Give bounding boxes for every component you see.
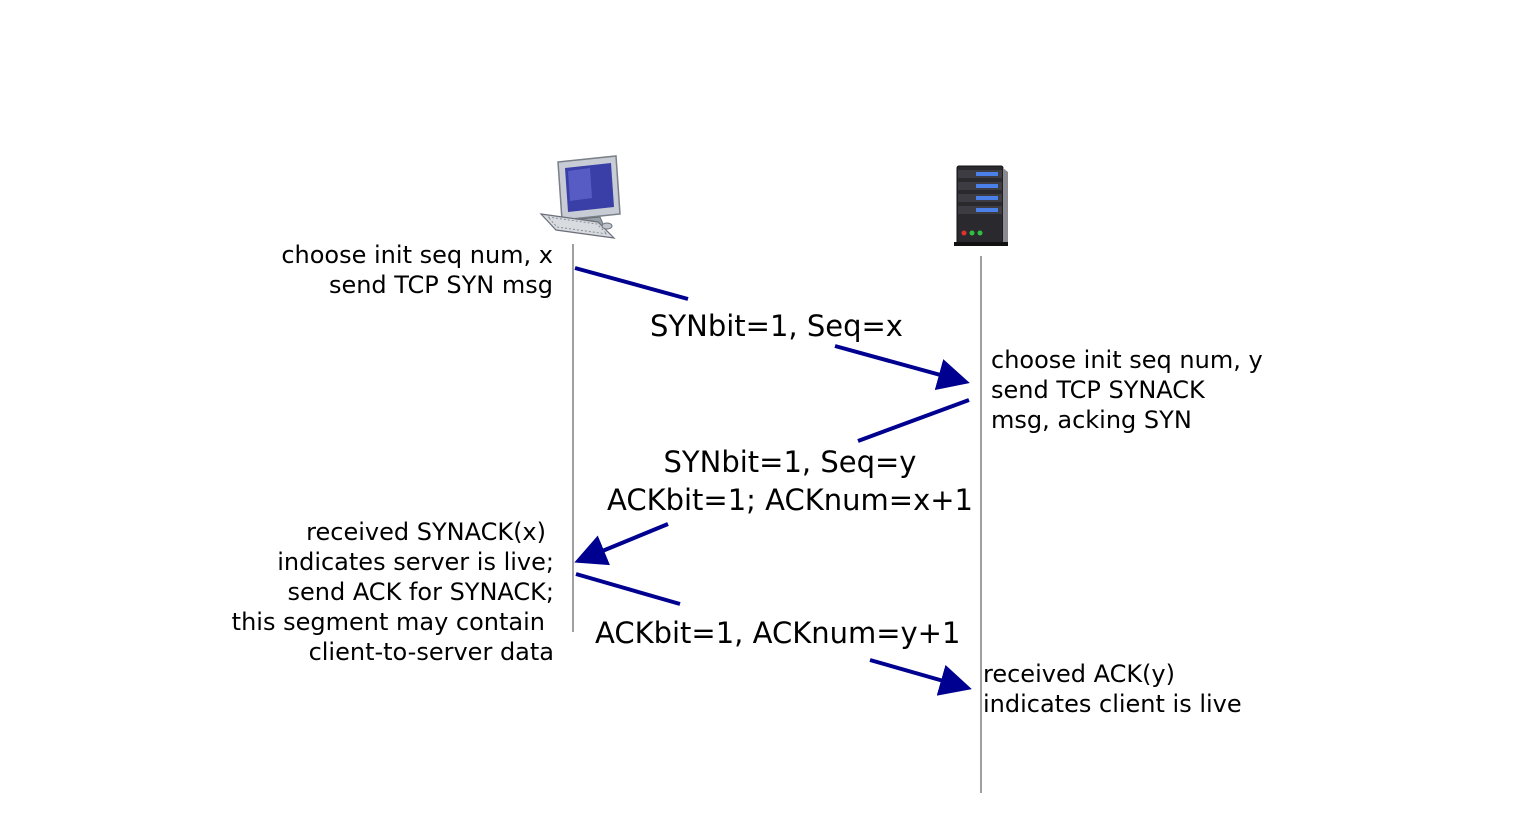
note-line: indicates client is live <box>983 690 1242 718</box>
note-line: indicates server is live; <box>277 548 554 576</box>
note-line: this segment may contain <box>231 608 545 636</box>
synack-arrow <box>574 398 970 566</box>
note-line: choose init seq num, x <box>281 241 553 269</box>
syn-message-label: SYNbit=1, Seq=x <box>650 309 903 343</box>
note-line: received ACK(y) <box>983 660 1175 688</box>
note-line: send ACK for SYNACK; <box>287 578 554 606</box>
note-line: send TCP SYN msg <box>328 271 553 299</box>
syn-arrow <box>574 266 970 391</box>
note-line: received SYNACK(x) <box>306 518 546 546</box>
server-note-established: received ACK(y) indicates client is live <box>983 659 1242 719</box>
ack-message-label: ACKbit=1, ACKnum=y+1 <box>595 616 961 650</box>
desktop-computer-icon <box>539 155 621 239</box>
message-line: ACKbit=1; ACKnum=x+1 <box>607 483 973 517</box>
server-note-synack: choose init seq num, y send TCP SYNACK m… <box>991 345 1263 435</box>
ack-arrow <box>575 572 972 696</box>
note-line: choose init seq num, y <box>991 346 1263 374</box>
server-tower-icon <box>954 165 1008 246</box>
note-line: send TCP SYNACK <box>991 376 1205 404</box>
message-line: SYNbit=1, Seq=y <box>663 445 917 479</box>
note-line: client-to-server data <box>308 638 554 666</box>
note-line: msg, acking SYN <box>991 406 1192 434</box>
synack-message-label: SYNbit=1, Seq=y ACKbit=1; ACKnum=x+1 <box>590 443 990 519</box>
client-note-ack: received SYNACK(x) indicates server is l… <box>232 517 554 667</box>
client-note-syn: choose init seq num, x send TCP SYN msg <box>281 240 553 300</box>
